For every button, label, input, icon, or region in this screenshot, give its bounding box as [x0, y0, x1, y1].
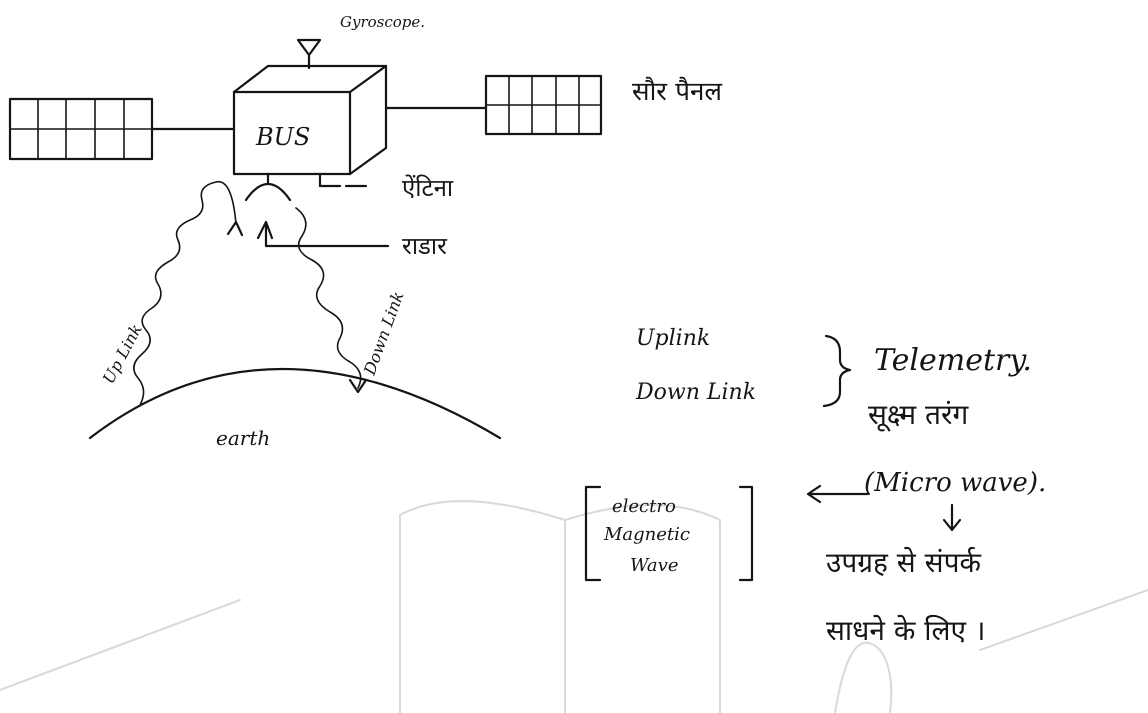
watermark	[0, 501, 1148, 713]
earth-label: earth	[216, 426, 270, 450]
downlink-wave	[296, 208, 366, 392]
antenna-dish-icon	[246, 174, 366, 200]
uplink-note: Uplink	[636, 326, 710, 351]
em-line-2: Magnetic	[603, 524, 690, 545]
telemetry-brace	[824, 336, 850, 406]
gyroscope-icon	[298, 40, 320, 68]
em-bracket-left	[586, 487, 600, 580]
telemetry-note: Telemetry.	[874, 343, 1032, 378]
microwave-hindi-note: सूक्ष्म तरंग	[868, 398, 969, 432]
right-solar-panel	[386, 76, 601, 134]
purpose-line-2: साधने के लिए ।	[826, 614, 985, 647]
earth-arc	[90, 369, 500, 438]
em-line-1: electro	[612, 496, 676, 517]
purpose-line-1: उपग्रह से संपर्क	[826, 546, 981, 579]
solar-panel-label: सौर पैनल	[632, 76, 722, 107]
em-line-3: Wave	[630, 555, 679, 576]
gyroscope-label: Gyroscope.	[340, 13, 425, 31]
downlink-wave-label: Down Link	[360, 289, 408, 378]
bus-label: BUS	[255, 123, 310, 151]
down-arrow	[944, 505, 960, 530]
uplink-wave-label: Up Link	[99, 321, 146, 387]
left-arrow	[808, 486, 868, 502]
uplink-wave	[134, 182, 242, 405]
em-bracket-right	[740, 487, 752, 580]
microwave-english-note: (Micro wave).	[864, 468, 1046, 498]
radar-pointer	[258, 222, 388, 246]
antenna-label: ऐंटिना	[402, 174, 454, 202]
satellite-bus	[234, 66, 386, 174]
left-solar-panel	[10, 99, 234, 159]
downlink-note: Down Link	[635, 380, 756, 405]
radar-label: राडार	[402, 232, 448, 260]
